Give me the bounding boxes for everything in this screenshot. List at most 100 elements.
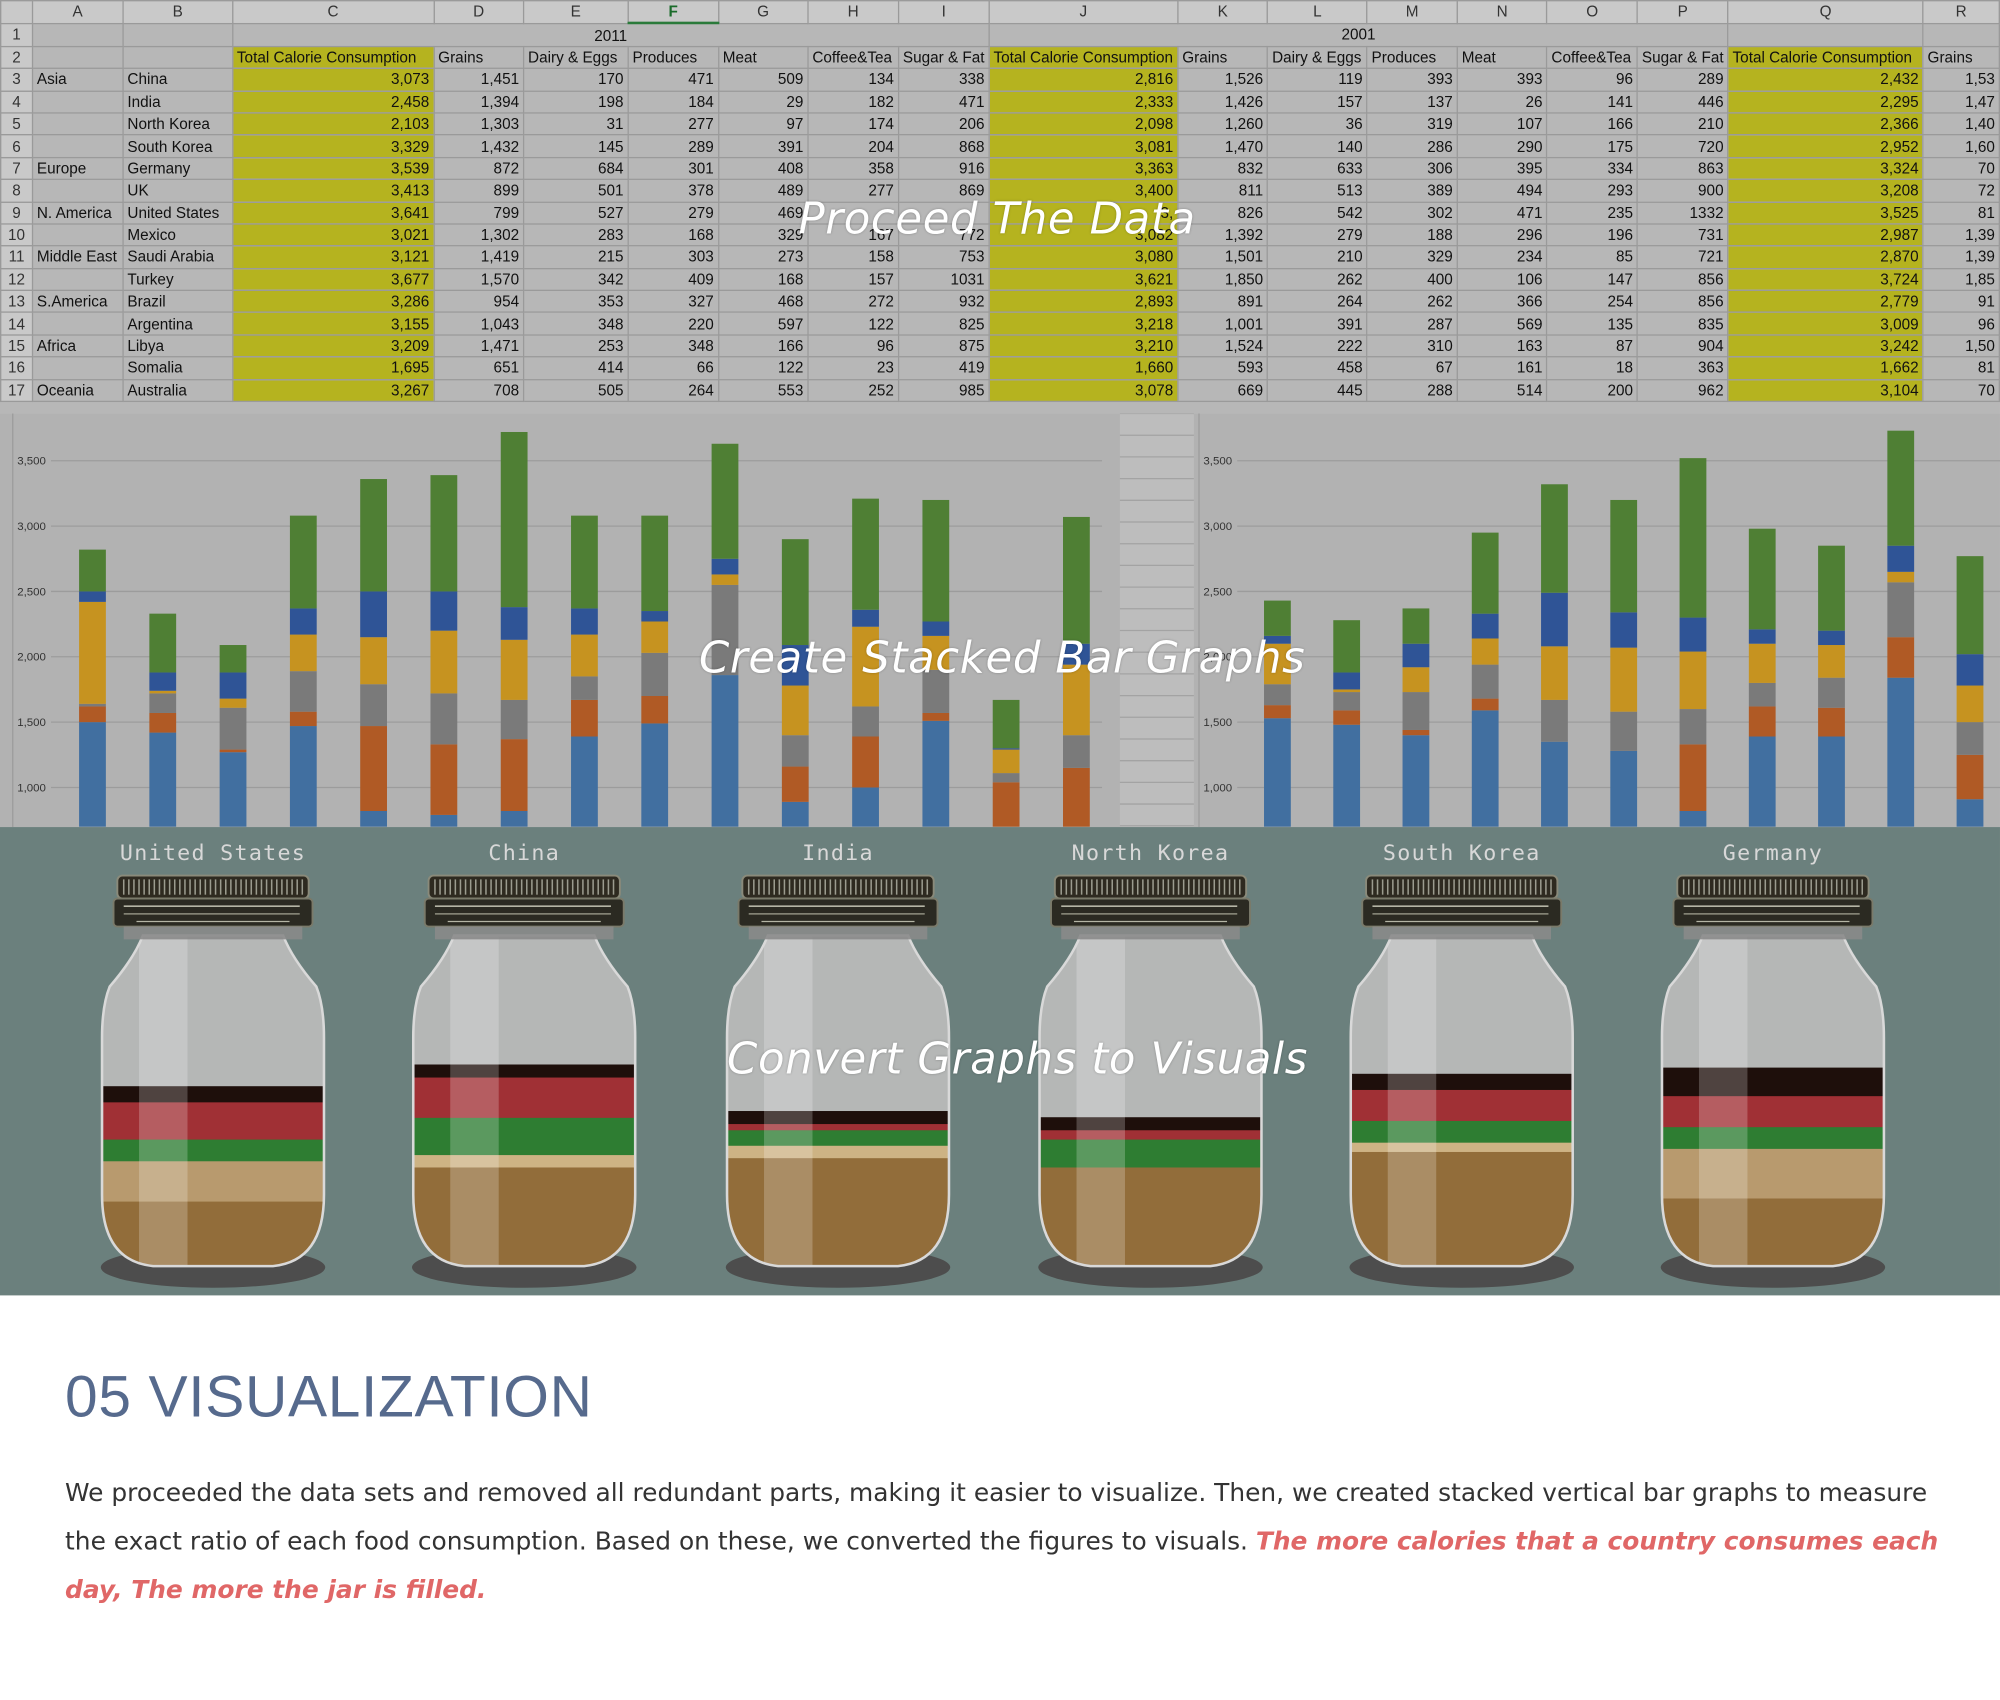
value-cell[interactable]: 3,329: [231, 134, 435, 158]
value-cell[interactable]: 1,432: [433, 134, 525, 158]
value-cell[interactable]: 2,779: [1727, 289, 1924, 314]
value-cell[interactable]: 262: [1366, 289, 1458, 314]
value-cell[interactable]: 489: [717, 178, 809, 203]
value-cell[interactable]: 158: [807, 245, 900, 269]
value-cell[interactable]: 3,267: [231, 378, 435, 403]
value-cell[interactable]: 445: [1266, 378, 1368, 403]
column-header[interactable]: R: [1922, 0, 2000, 25]
country-cell[interactable]: Brazil: [122, 289, 234, 314]
value-cell[interactable]: 868: [897, 134, 990, 158]
value-cell[interactable]: 684: [522, 156, 629, 181]
header-cell[interactable]: Grains: [433, 45, 525, 70]
value-cell[interactable]: 182: [807, 90, 900, 114]
header-cell[interactable]: Sugar & Fat: [1636, 45, 1729, 70]
value-cell[interactable]: 283: [522, 223, 629, 247]
value-cell[interactable]: 264: [1266, 289, 1368, 314]
value-cell[interactable]: 303: [627, 245, 719, 269]
value-cell[interactable]: 3,210: [988, 334, 1179, 358]
value-cell[interactable]: 593: [1177, 356, 1269, 380]
value-cell[interactable]: 505: [522, 378, 629, 403]
value-cell[interactable]: 446: [1636, 90, 1729, 114]
value-cell[interactable]: 96: [1922, 312, 2000, 336]
header-cell[interactable]: Grains: [1177, 45, 1269, 70]
column-header[interactable]: K: [1177, 0, 1269, 25]
value-cell[interactable]: 954: [433, 289, 525, 314]
value-cell[interactable]: 170: [522, 67, 629, 92]
value-cell[interactable]: 353: [522, 289, 629, 314]
value-cell[interactable]: 2,987: [1727, 223, 1924, 247]
value-cell[interactable]: 1,526: [1177, 67, 1269, 92]
cell[interactable]: [1727, 22, 1924, 47]
value-cell[interactable]: 200: [1546, 378, 1639, 403]
value-cell[interactable]: 597: [717, 312, 809, 336]
value-cell[interactable]: 1,850: [1177, 267, 1269, 292]
row-number[interactable]: 11: [0, 245, 34, 269]
column-header[interactable]: G: [717, 0, 809, 25]
year-cell[interactable]: 2011: [231, 22, 990, 47]
value-cell[interactable]: 863: [1636, 156, 1729, 181]
value-cell[interactable]: 1,50: [1922, 334, 2000, 358]
value-cell[interactable]: 338: [897, 67, 990, 92]
value-cell[interactable]: 832: [1177, 156, 1269, 181]
value-cell[interactable]: 174: [807, 112, 900, 136]
value-cell[interactable]: 119: [1266, 67, 1368, 92]
value-cell[interactable]: 1,53: [1922, 67, 2000, 92]
value-cell[interactable]: 210: [1636, 112, 1729, 136]
value-cell[interactable]: 366: [1456, 289, 1548, 314]
value-cell[interactable]: 721: [1636, 245, 1729, 269]
value-cell[interactable]: 342: [522, 267, 629, 292]
value-cell[interactable]: 1,471: [433, 334, 525, 358]
value-cell[interactable]: 3,082: [988, 223, 1179, 247]
value-cell[interactable]: 134: [807, 67, 900, 92]
value-cell[interactable]: 279: [627, 201, 719, 225]
value-cell[interactable]: 3,621: [988, 267, 1179, 292]
value-cell[interactable]: 3,724: [1727, 267, 1924, 292]
value-cell[interactable]: 471: [1456, 201, 1548, 225]
value-cell[interactable]: 391: [717, 134, 809, 158]
value-cell[interactable]: 87: [1546, 334, 1639, 358]
region-cell[interactable]: Europe: [31, 156, 124, 181]
value-cell[interactable]: 395: [1456, 156, 1548, 181]
region-cell[interactable]: [31, 134, 124, 158]
value-cell[interactable]: 288: [1366, 378, 1458, 403]
row-number[interactable]: 16: [0, 356, 34, 380]
value-cell[interactable]: 29: [717, 90, 809, 114]
year-cell[interactable]: 2001: [988, 22, 1729, 47]
value-cell[interactable]: 720: [1636, 134, 1729, 158]
value-cell[interactable]: 3,121: [231, 245, 435, 269]
value-cell[interactable]: 899: [433, 178, 525, 203]
value-cell[interactable]: 96: [807, 334, 900, 358]
row-number[interactable]: 15: [0, 334, 34, 358]
value-cell[interactable]: 753: [897, 245, 990, 269]
value-cell[interactable]: 157: [807, 267, 900, 292]
value-cell[interactable]: 414: [522, 356, 629, 380]
value-cell[interactable]: 85: [1546, 245, 1639, 269]
value-cell[interactable]: 408: [717, 156, 809, 181]
cell[interactable]: [31, 22, 124, 47]
value-cell[interactable]: 3,080: [988, 245, 1179, 269]
value-cell[interactable]: 1,426: [1177, 90, 1269, 114]
region-cell[interactable]: N. America: [31, 201, 124, 225]
value-cell[interactable]: 527: [522, 201, 629, 225]
value-cell[interactable]: 2,870: [1727, 245, 1924, 269]
column-header[interactable]: O: [1546, 0, 1639, 25]
country-cell[interactable]: China: [122, 67, 234, 92]
country-cell[interactable]: UK: [122, 178, 234, 203]
value-cell[interactable]: 264: [627, 378, 719, 403]
value-cell[interactable]: 633: [1266, 156, 1368, 181]
row-number[interactable]: 1: [0, 22, 34, 47]
value-cell[interactable]: 289: [627, 134, 719, 158]
header-cell[interactable]: Coffee&Tea: [807, 45, 900, 70]
value-cell[interactable]: 471: [627, 67, 719, 92]
value-cell[interactable]: 458: [1266, 356, 1368, 380]
value-cell[interactable]: 869: [897, 178, 990, 203]
value-cell[interactable]: 2,333: [988, 90, 1179, 114]
value-cell[interactable]: 140: [1266, 134, 1368, 158]
value-cell[interactable]: 36: [1266, 112, 1368, 136]
value-cell[interactable]: 494: [1456, 178, 1548, 203]
value-cell[interactable]: 235: [1546, 201, 1639, 225]
value-cell[interactable]: 145: [522, 134, 629, 158]
column-header[interactable]: Q: [1727, 0, 1924, 25]
value-cell[interactable]: 1,47: [1922, 90, 2000, 114]
country-cell[interactable]: Libya: [122, 334, 234, 358]
